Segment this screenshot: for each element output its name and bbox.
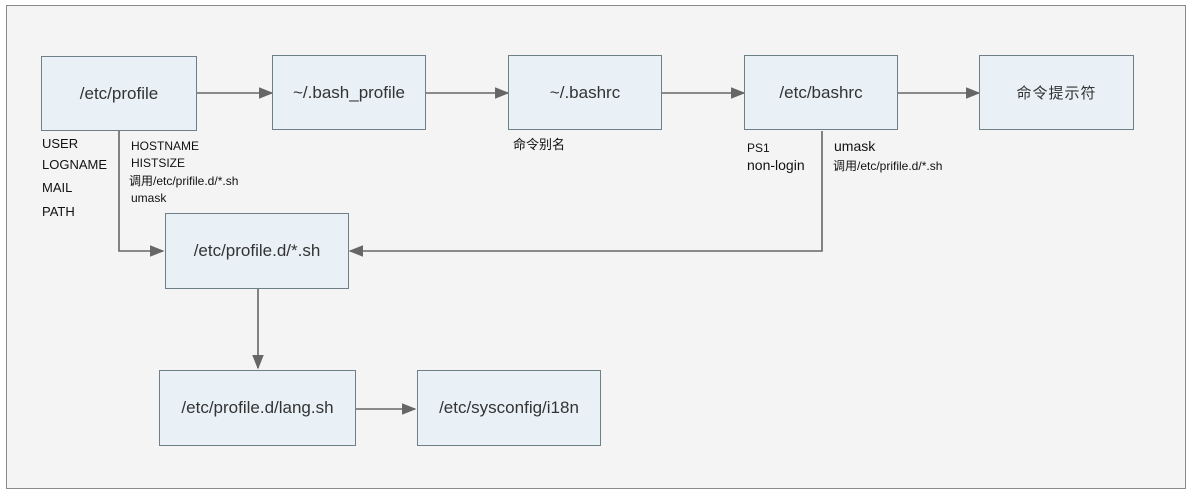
node-profile-d: /etc/profile.d/*.sh [165, 213, 349, 289]
arrow-profile-to-profile-d [118, 131, 165, 257]
node-lang-sh: /etc/profile.d/lang.sh [159, 370, 356, 446]
label-ps1: PS1 [747, 141, 770, 155]
node-bashrc-home: ~/.bashrc [508, 55, 662, 130]
arrow-etc-bashrc-to-profile-d [348, 131, 823, 257]
label-umask-profile: umask [131, 191, 167, 205]
label-mail: MAIL [42, 180, 73, 195]
label-call-profile-d: 调用/etc/prifile.d/*.sh [129, 174, 239, 188]
node-bash-profile: ~/.bash_profile [272, 55, 426, 130]
node-i18n: /etc/sysconfig/i18n [417, 370, 601, 446]
label-hostname: HOSTNAME [131, 139, 200, 153]
node-etc-bashrc: /etc/bashrc [744, 55, 898, 130]
label-path: PATH [42, 204, 75, 219]
node-etc-profile: /etc/profile [41, 56, 197, 131]
label-logname: LOGNAME [42, 157, 108, 172]
label-command-alias: 命令别名 [513, 137, 566, 152]
label-call-profile-d-bashrc: 调用/etc/prifile.d/*.sh [833, 159, 943, 173]
label-non-login: non-login [747, 157, 805, 173]
node-command-prompt: 命令提示符 [979, 55, 1134, 130]
label-umask-bashrc: umask [834, 138, 876, 154]
label-user: USER [42, 136, 79, 151]
label-histsize: HISTSIZE [131, 156, 186, 170]
